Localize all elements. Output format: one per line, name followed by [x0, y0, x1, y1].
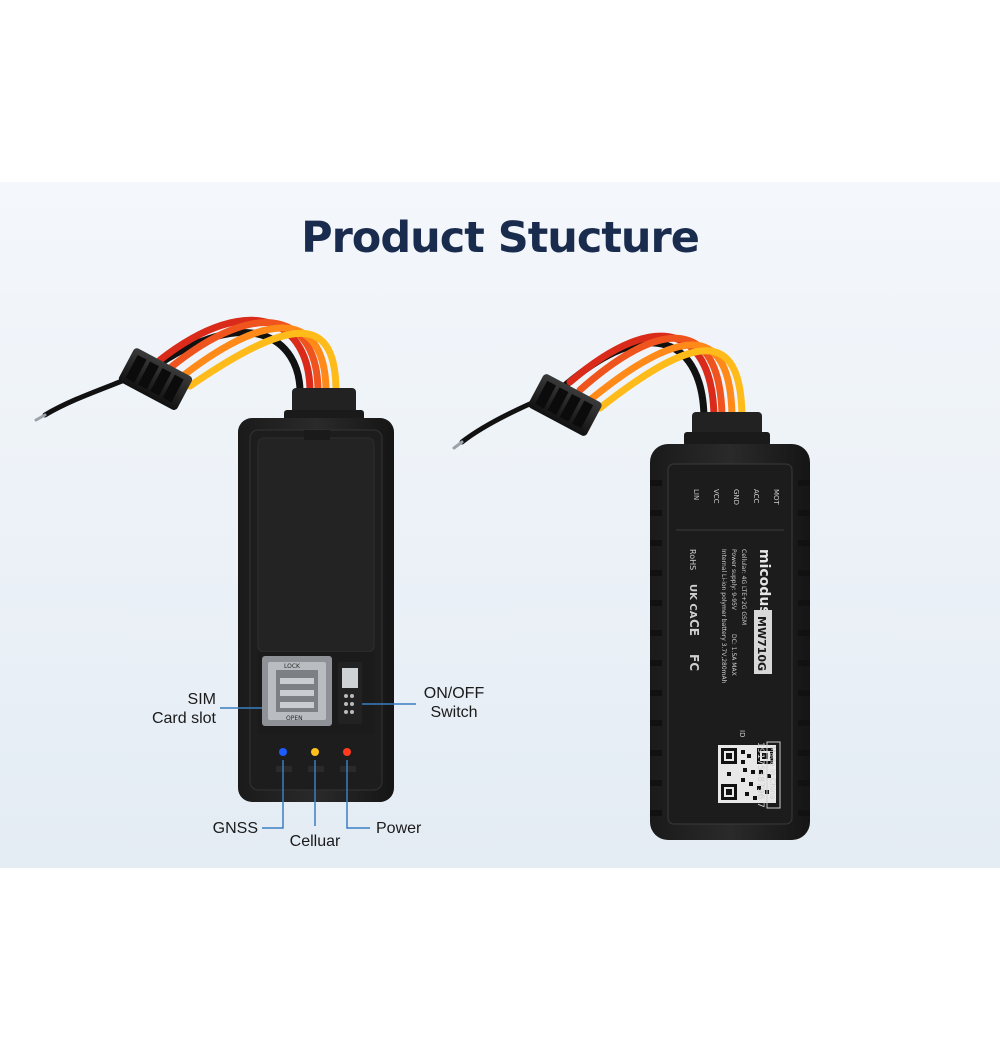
- svg-text:1917538796 7: 1917538796 7: [755, 742, 765, 808]
- svg-text:CE: CE: [687, 619, 701, 636]
- device-back: MOT ACC GND VCC LIN micodus MW710G Cellu…: [452, 332, 810, 840]
- sim-label-line1: SIM: [187, 691, 216, 708]
- callout-line-power: [346, 760, 370, 829]
- svg-text:LIN: LIN: [692, 489, 700, 500]
- svg-text:DC: 1.5A MAX: DC: 1.5A MAX: [730, 634, 737, 676]
- background-band: [0, 182, 1000, 868]
- callout-line-gnss: [262, 760, 284, 829]
- onoff-label-line1: ON/OFF: [423, 685, 485, 702]
- svg-text:ID: ID: [738, 730, 746, 737]
- svg-text:OPEN: OPEN: [286, 715, 303, 722]
- label-text: MOT ACC GND VCC LIN micodus MW710G Cellu…: [687, 489, 781, 809]
- svg-text:MOT: MOT: [772, 489, 780, 506]
- page-title: Product Stucture: [301, 213, 700, 263]
- svg-text:UK CA: UK CA: [687, 584, 698, 619]
- svg-text:LOCK: LOCK: [284, 663, 301, 670]
- gnss-label: GNSS: [212, 820, 258, 837]
- on-off-switch: [338, 662, 362, 724]
- sim-card-slot-label: SIM Card slot: [120, 690, 216, 728]
- device-front: LOCK OPEN: [34, 316, 394, 802]
- on-off-switch-label: ON/OFF Switch: [414, 684, 494, 722]
- power-led: [343, 748, 351, 756]
- cellular-led: [311, 748, 319, 756]
- svg-text:Internal Li-ion polymer batter: Internal Li-ion polymer battery 3.7V,280…: [720, 549, 727, 684]
- onoff-label-line2: Switch: [430, 704, 478, 721]
- gnss-led: [279, 748, 287, 756]
- connector-plug-right: [528, 374, 602, 436]
- connector-plug-left: [118, 348, 193, 410]
- svg-text:Made in China: Made in China: [768, 746, 777, 799]
- sim-label-line2: Card slot: [151, 710, 216, 727]
- svg-text:RoHS: RoHS: [688, 549, 697, 570]
- svg-text:MW710G: MW710G: [755, 616, 768, 671]
- svg-text:Power supply: 9-95V: Power supply: 9-95V: [730, 549, 737, 611]
- sim-card-slot: [262, 656, 332, 726]
- svg-text:Cellular: 4G LTE+2G GSM: Cellular: 4G LTE+2G GSM: [740, 549, 747, 625]
- qr-code: [718, 745, 776, 803]
- wire-harness-left: [34, 316, 340, 422]
- callout-lines: [220, 703, 416, 829]
- svg-text:FC: FC: [687, 654, 701, 671]
- power-label: Power: [376, 820, 422, 837]
- svg-text:GND: GND: [732, 489, 740, 505]
- svg-text:micodus: micodus: [756, 549, 772, 615]
- cellular-label: Celluar: [289, 833, 341, 850]
- svg-text:ACC: ACC: [752, 489, 760, 504]
- svg-text:VCC: VCC: [712, 489, 720, 504]
